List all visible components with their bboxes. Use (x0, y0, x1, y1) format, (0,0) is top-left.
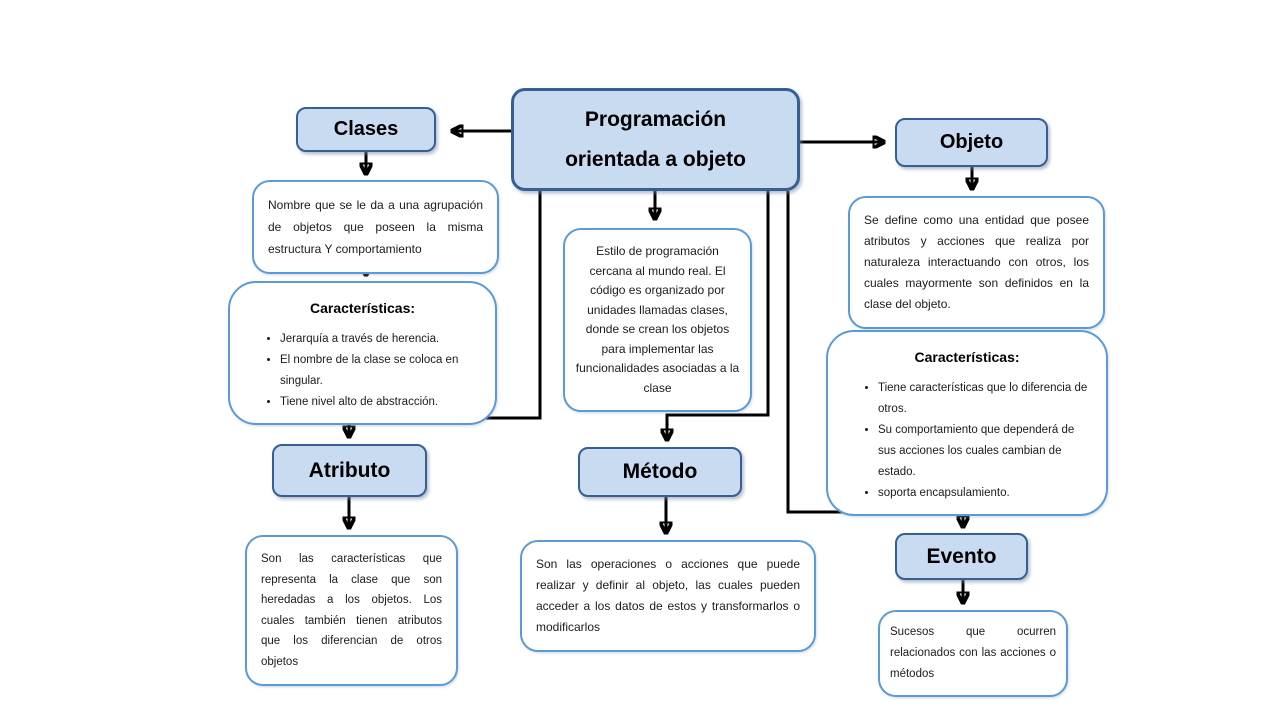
node-label-line: Programación (584, 107, 727, 131)
node-evento: Evento (895, 533, 1028, 580)
node-label: Evento (926, 544, 997, 568)
atributo-description: Son las características que representa l… (245, 535, 458, 686)
node-label: Método (622, 460, 698, 483)
caracteristicas-list: Jerarquía a través de herencia.El nombre… (242, 329, 483, 413)
caracteristicas-heading: Características: (914, 349, 1020, 365)
node-clases: Clases (296, 107, 436, 152)
node-atributo: Atributo (272, 444, 427, 497)
bullet-item: soporta encapsulamiento. (878, 483, 1094, 504)
node-label: Atributo (308, 458, 391, 482)
objeto-caracteristicas: Características: Tiene características q… (826, 330, 1108, 516)
node-metodo: Método (578, 447, 742, 497)
bullet-item: Tiene nivel alto de abstracción. (280, 392, 483, 413)
bullet-item: El nombre de la clase se coloca en singu… (280, 350, 483, 392)
caracteristicas-list: Tiene características que lo diferencia … (840, 378, 1094, 504)
node-label: Objeto (939, 131, 1004, 153)
clases-description: Nombre que se le da a una agrupación de … (252, 180, 499, 274)
evento-description: Sucesos que ocurren relacionados con las… (878, 610, 1068, 697)
caracteristicas-heading: Características: (309, 300, 416, 316)
node-label-line: orientada a objeto (565, 147, 746, 171)
objeto-description: Se define como una entidad que posee atr… (848, 196, 1105, 329)
estilo-programacion-description: Estilo de programación cercana al mundo … (563, 228, 752, 412)
metodo-description: Son las operaciones o acciones que puede… (520, 540, 816, 652)
node-label: Clases (333, 118, 399, 140)
clases-caracteristicas: Características: Jerarquía a través de h… (228, 281, 497, 425)
bullet-item: Su comportamiento que dependerá de sus a… (878, 420, 1094, 483)
node-objeto: Objeto (895, 118, 1048, 167)
bullet-item: Jerarquía a través de herencia. (280, 329, 483, 350)
bullet-item: Tiene características que lo diferencia … (878, 378, 1094, 420)
node-programacion-orientada-a-objeto: Programación orientada a objeto (511, 88, 800, 191)
